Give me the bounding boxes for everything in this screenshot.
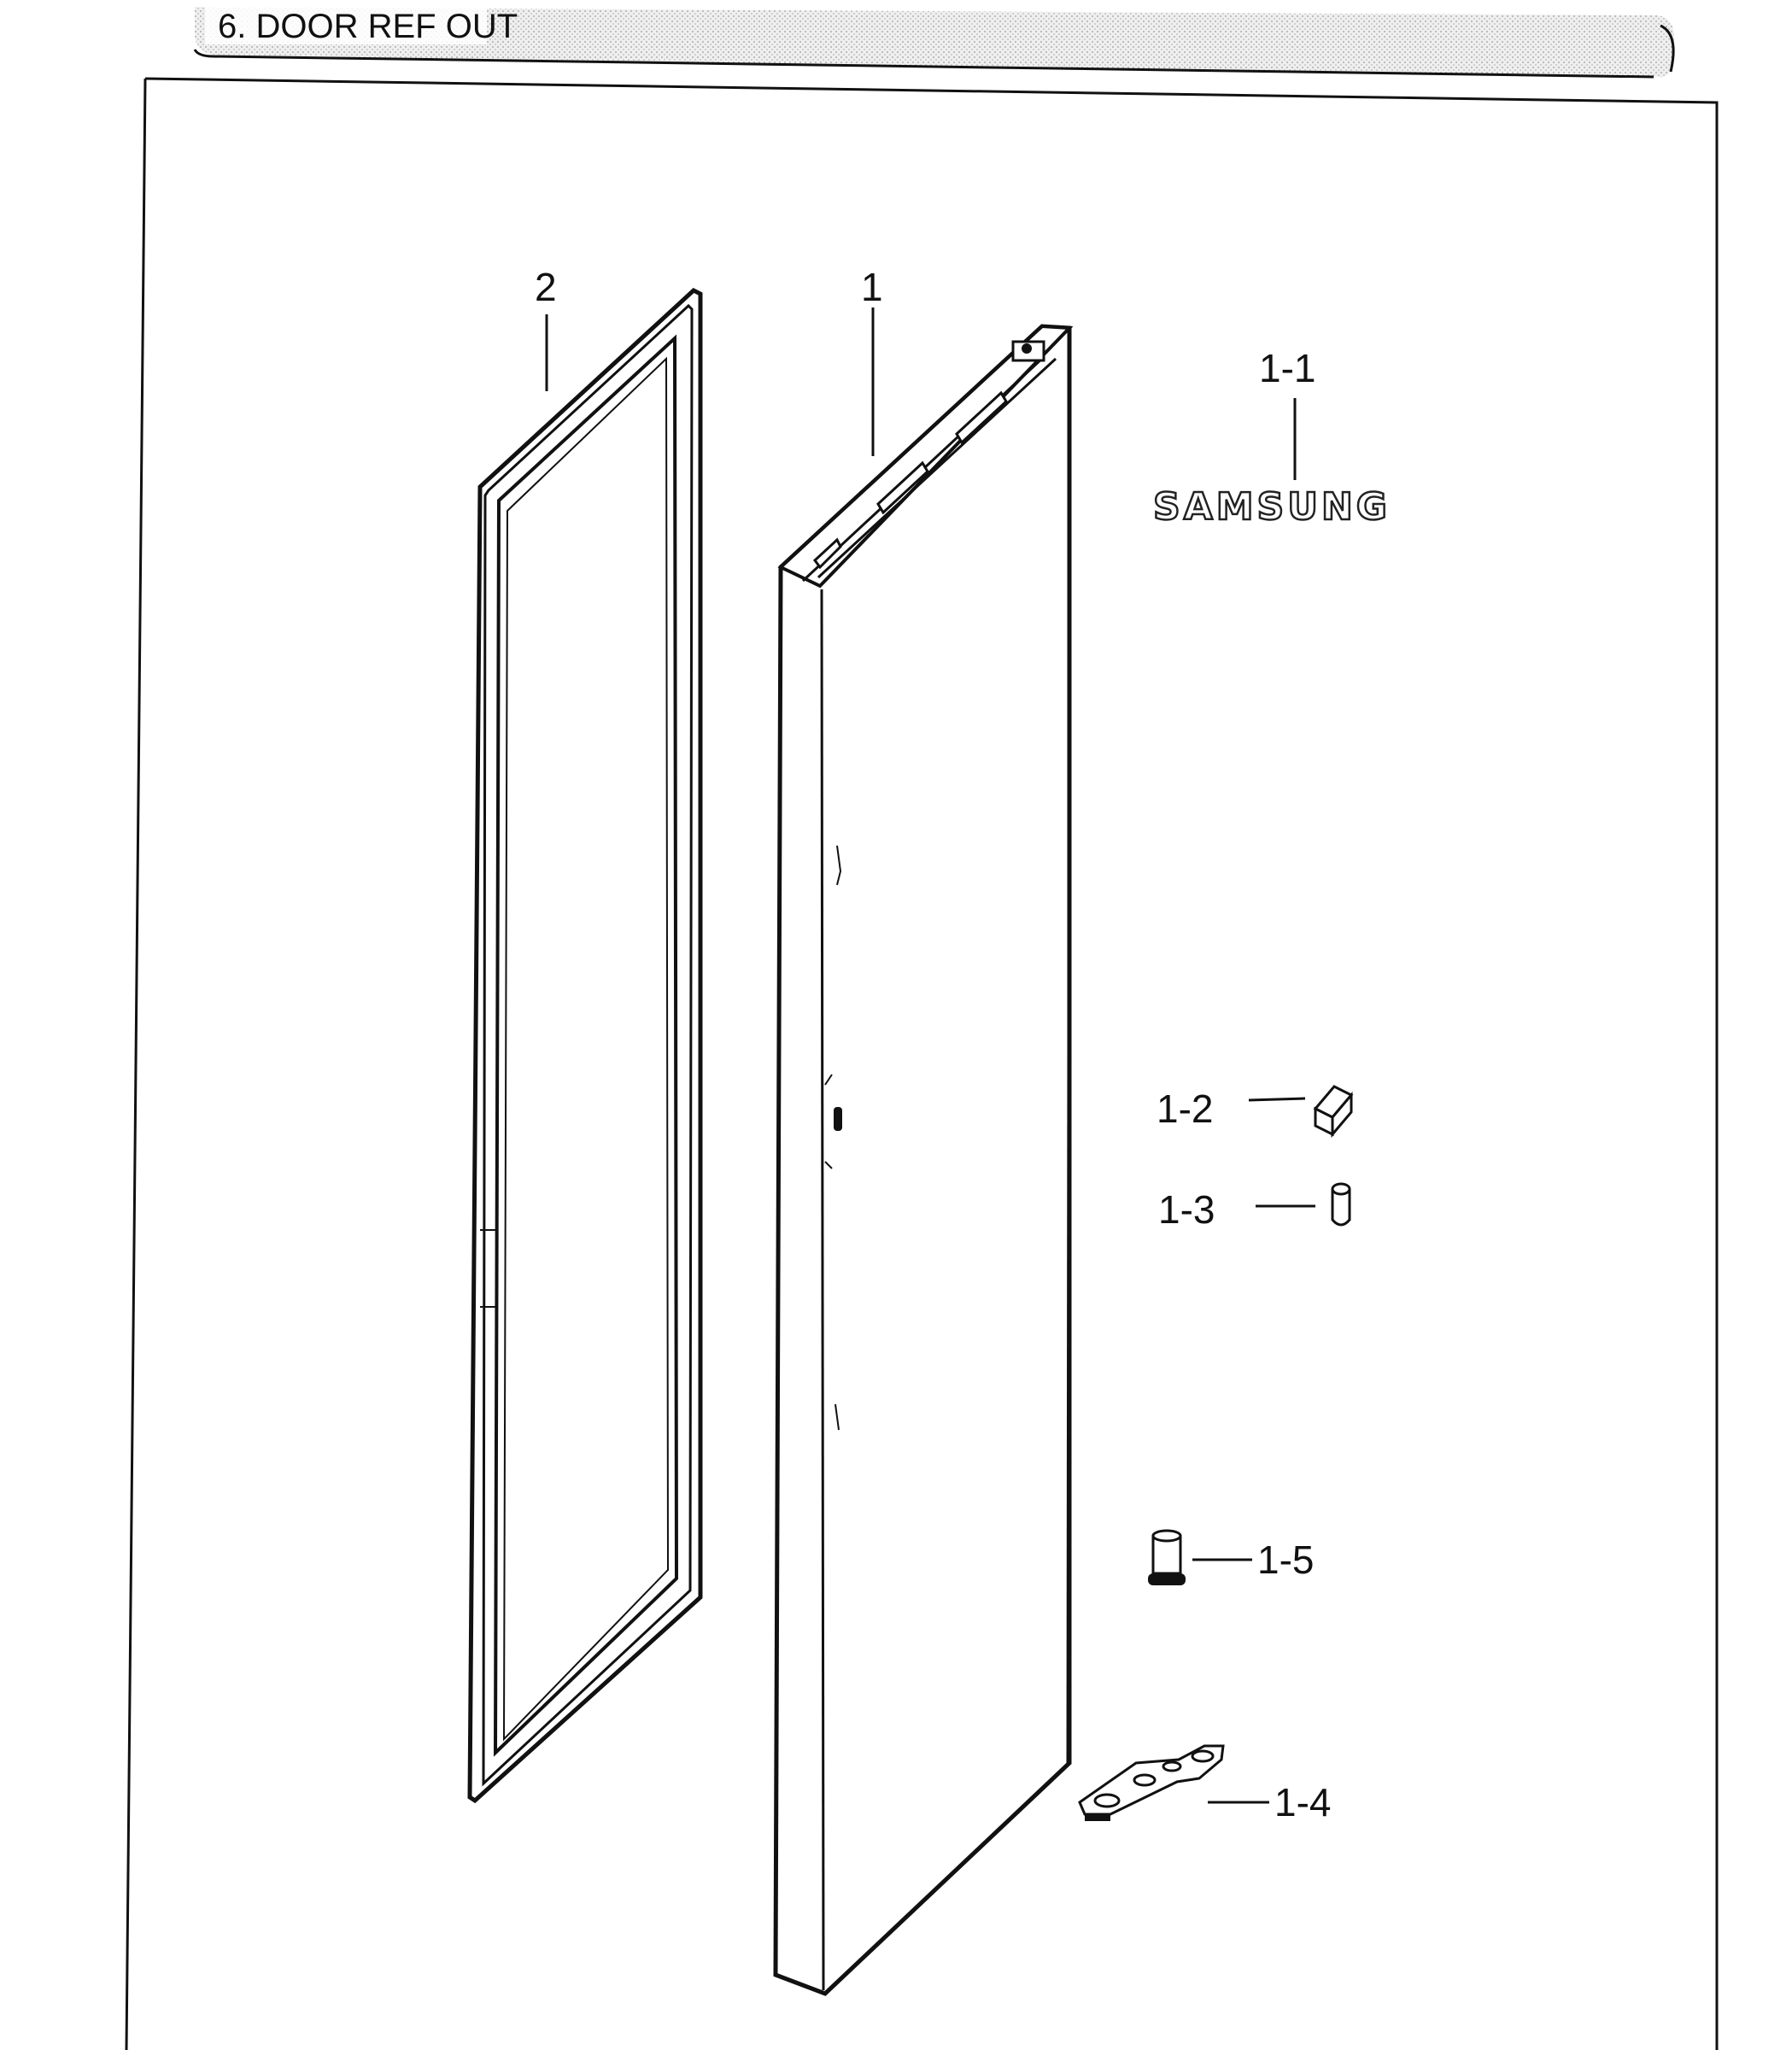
- part-number-1-5: 1-5: [1257, 1538, 1314, 1582]
- part-number-2: 2: [535, 265, 557, 309]
- part-number-1-2: 1-2: [1157, 1086, 1213, 1131]
- gasket-callout: 2: [535, 265, 557, 391]
- part-number-1-4: 1-4: [1274, 1780, 1331, 1824]
- section-header: 6. DOOR REF OUT: [193, 5, 1675, 79]
- samsung-emblem: 1-1 SAMSUNG: [1152, 346, 1391, 530]
- door-cap: 1-3: [1158, 1182, 1351, 1232]
- section-title: 6. DOOR REF OUT: [218, 8, 518, 45]
- door-gasket: [467, 287, 703, 1804]
- diagram-frame: [125, 77, 1719, 2050]
- part-number-1: 1: [861, 265, 883, 309]
- part-number-1-3: 1-3: [1158, 1187, 1215, 1232]
- door-callout: 1: [861, 265, 883, 456]
- samsung-logo-text: SAMSUNG: [1153, 485, 1391, 529]
- hinge-bushing: 1-5: [1148, 1529, 1314, 1585]
- hinge-plate: 1-4: [1078, 1744, 1331, 1824]
- door-block: 1-2: [1157, 1085, 1354, 1139]
- part-number-1-1: 1-1: [1259, 346, 1315, 390]
- refrigerator-door: [773, 324, 1074, 1996]
